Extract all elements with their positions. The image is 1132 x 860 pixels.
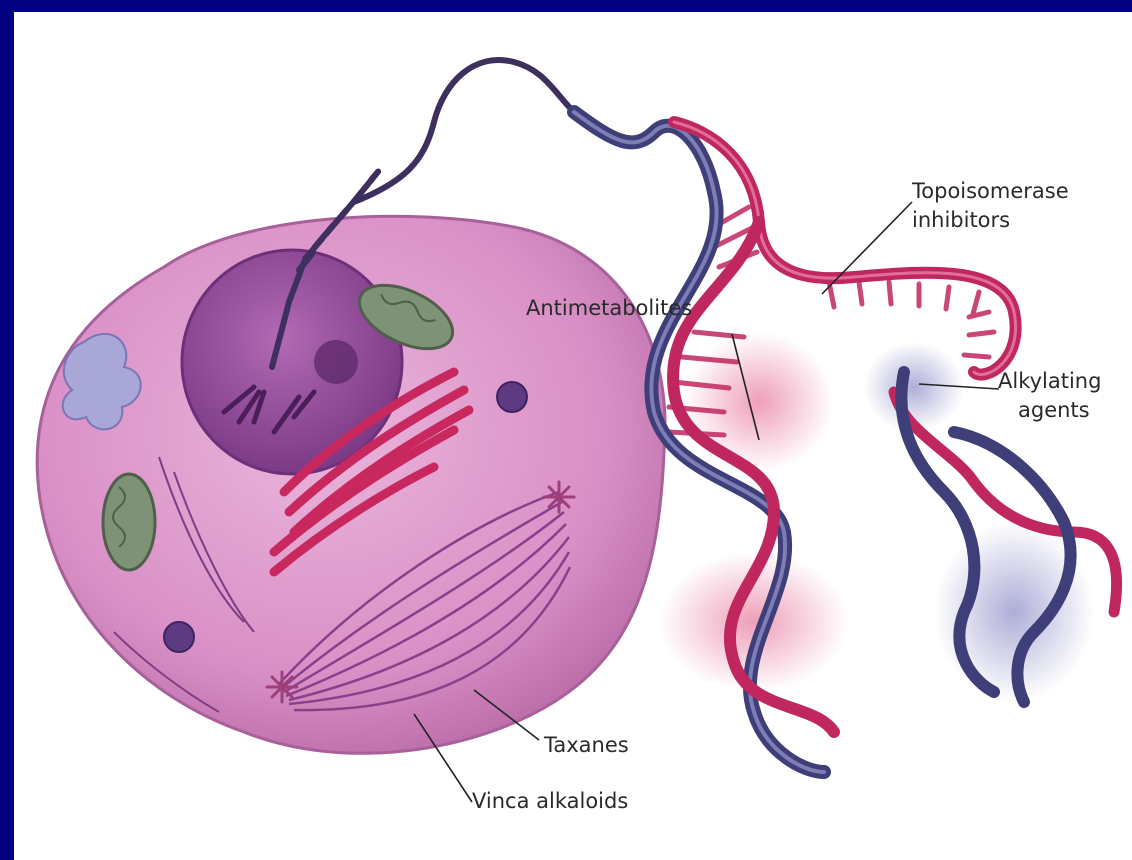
illustration-frame: Topoisomerase inhibitors Antimetabolites…	[14, 12, 1132, 860]
nucleus	[182, 250, 402, 474]
glow-red	[684, 332, 834, 472]
mitochondrion-left	[103, 474, 155, 570]
label-alkylating-line2: agents	[1018, 397, 1090, 423]
label-antimetabolites: Antimetabolites	[526, 295, 692, 321]
label-topoisomerase-line2: inhibitors	[912, 207, 1010, 233]
label-taxanes: Taxanes	[544, 732, 629, 758]
vesicle	[164, 622, 194, 652]
vesicle	[497, 382, 527, 412]
label-alkylating-line1: Alkylating	[998, 368, 1101, 394]
label-topoisomerase-line1: Topoisomerase	[912, 178, 1069, 204]
label-vinca-alkaloids: Vinca alkaloids	[472, 788, 628, 814]
